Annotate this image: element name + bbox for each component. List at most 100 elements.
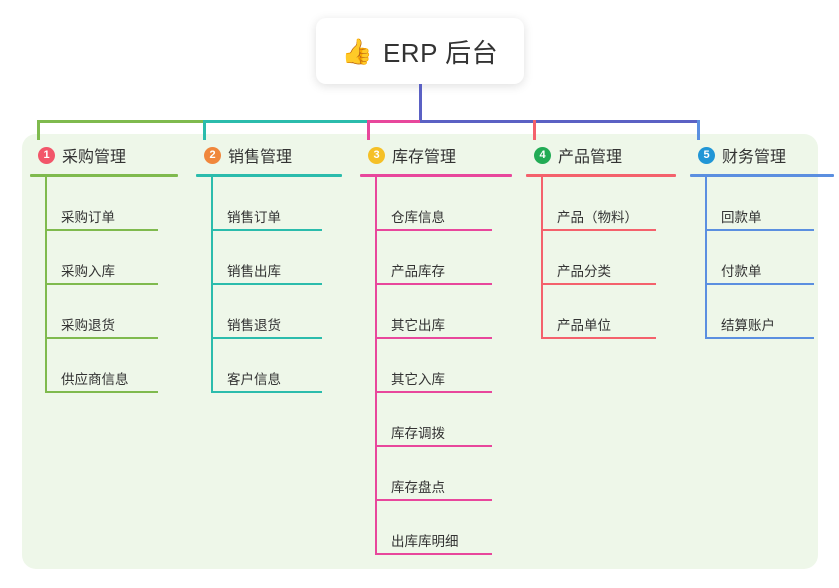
branch-child-item[interactable]: 产品（物料）	[526, 177, 676, 231]
branch-children: 仓库信息产品库存其它出库其它入库库存调拨库存盘点出库库明细	[360, 177, 512, 555]
root-node-erp-backend[interactable]: 👍 ERP 后台	[316, 18, 524, 84]
branch-child-label: 库存盘点	[391, 480, 445, 495]
branch-child-item[interactable]: 产品分类	[526, 231, 676, 285]
branch-child-item[interactable]: 出库库明细	[360, 501, 512, 555]
branch-children: 产品（物料） 产品分类产品单位	[526, 177, 676, 339]
branch-child-label: 销售退货	[227, 318, 281, 333]
branch-header-2[interactable]: 2 销售管理	[196, 140, 342, 170]
branch-child-rule	[375, 553, 492, 555]
branch-spine	[45, 177, 47, 393]
branch-badge-number: 5	[698, 146, 715, 164]
branch-child-item[interactable]: 采购入库	[30, 231, 178, 285]
branch-child-label: 销售出库	[227, 264, 281, 279]
branch-children: 采购订单采购入库采购退货供应商信息	[30, 177, 178, 393]
branch-child-rule	[705, 229, 814, 231]
branch-child-rule	[375, 283, 492, 285]
branch-badge-number: 3	[368, 146, 385, 164]
branch-child-item[interactable]: 其它出库	[360, 285, 512, 339]
branch-child-rule	[375, 499, 492, 501]
branch-child-rule	[45, 391, 158, 393]
branch-child-rule	[375, 229, 492, 231]
branch-child-rule	[211, 337, 322, 339]
connector-stub-5	[697, 120, 700, 140]
branch-child-item[interactable]: 库存调拨	[360, 393, 512, 447]
branch-child-rule	[45, 337, 158, 339]
branch-child-rule	[375, 337, 492, 339]
connector-stub-3	[367, 120, 370, 140]
branch-spine	[541, 177, 543, 339]
connector-trunk	[419, 84, 422, 123]
branch-child-label: 付款单	[721, 264, 762, 279]
branch-child-label: 采购退货	[61, 318, 115, 333]
branch-child-label: 供应商信息	[61, 372, 129, 387]
branch-child-label: 产品库存	[391, 264, 445, 279]
diagram-panel	[22, 134, 818, 569]
branch-child-label: 产品分类	[557, 264, 611, 279]
branch-child-item[interactable]: 其它入库	[360, 339, 512, 393]
branch-title: 财务管理	[722, 149, 787, 166]
branch-child-item[interactable]: 采购退货	[30, 285, 178, 339]
branch-child-rule	[211, 391, 322, 393]
branch-title: 销售管理	[228, 149, 293, 166]
branch-child-rule	[541, 229, 656, 231]
branch-child-item[interactable]: 客户信息	[196, 339, 342, 393]
branch-child-item[interactable]: 库存盘点	[360, 447, 512, 501]
branch-header-rule	[526, 174, 676, 177]
branch-title: 采购管理	[62, 149, 127, 166]
branch-child-label: 销售订单	[227, 210, 281, 225]
branch-header-5[interactable]: 5 财务管理	[690, 140, 834, 170]
branch-child-rule	[705, 283, 814, 285]
connector-bar-segment	[420, 120, 700, 123]
branch-child-rule	[375, 391, 492, 393]
branch-child-item[interactable]: 销售订单	[196, 177, 342, 231]
branch-header-1[interactable]: 1 采购管理	[30, 140, 178, 170]
branch-child-item[interactable]: 销售出库	[196, 231, 342, 285]
branch-header-3[interactable]: 3 库存管理	[360, 140, 512, 170]
branch-child-label: 仓库信息	[391, 210, 445, 225]
branch-child-label: 采购订单	[61, 210, 115, 225]
branch-child-item[interactable]: 采购订单	[30, 177, 178, 231]
branch-child-item[interactable]: 结算账户	[690, 285, 834, 339]
branch-child-rule	[211, 229, 322, 231]
branch-badge-number: 4	[534, 146, 551, 164]
branch-child-rule	[541, 337, 656, 339]
branch-child-label: 客户信息	[227, 372, 281, 387]
branch-child-label: 产品（物料）	[557, 210, 638, 225]
connector-stub-4	[533, 120, 536, 140]
branch-badge-number: 2	[204, 146, 221, 164]
branch-child-rule	[211, 283, 322, 285]
branch-title: 库存管理	[392, 149, 457, 166]
branch-header-rule	[30, 174, 178, 177]
branch-column-库存管理: 3 库存管理仓库信息产品库存其它出库其它入库库存调拨库存盘点出库库明细	[360, 140, 512, 555]
branch-child-item[interactable]: 供应商信息	[30, 339, 178, 393]
branch-child-item[interactable]: 产品库存	[360, 231, 512, 285]
branch-column-财务管理: 5 财务管理回款单付款单结算账户	[690, 140, 834, 339]
branch-child-item[interactable]: 付款单	[690, 231, 834, 285]
branch-child-label: 产品单位	[557, 318, 611, 333]
connector-bar-segment	[367, 120, 423, 123]
branch-child-item[interactable]: 销售退货	[196, 285, 342, 339]
branch-child-item[interactable]: 仓库信息	[360, 177, 512, 231]
branch-child-rule	[705, 337, 814, 339]
branch-child-item[interactable]: 产品单位	[526, 285, 676, 339]
branch-spine	[705, 177, 707, 339]
branch-child-label: 出库库明细	[391, 534, 459, 549]
branch-child-rule	[541, 283, 656, 285]
branch-spine	[375, 177, 377, 555]
branch-spine	[211, 177, 213, 393]
branch-child-rule	[45, 283, 158, 285]
branch-badge-number: 1	[38, 146, 55, 164]
branch-child-label: 其它入库	[391, 372, 445, 387]
branch-child-label: 库存调拨	[391, 426, 445, 441]
branch-header-rule	[196, 174, 342, 177]
branch-child-item[interactable]: 回款单	[690, 177, 834, 231]
connector-bar-segment	[37, 120, 206, 123]
branch-child-label: 其它出库	[391, 318, 445, 333]
connector-stub-1	[37, 120, 40, 140]
branch-header-rule	[360, 174, 512, 177]
root-node-title: ERP 后台	[382, 37, 499, 68]
branch-child-rule	[45, 229, 158, 231]
